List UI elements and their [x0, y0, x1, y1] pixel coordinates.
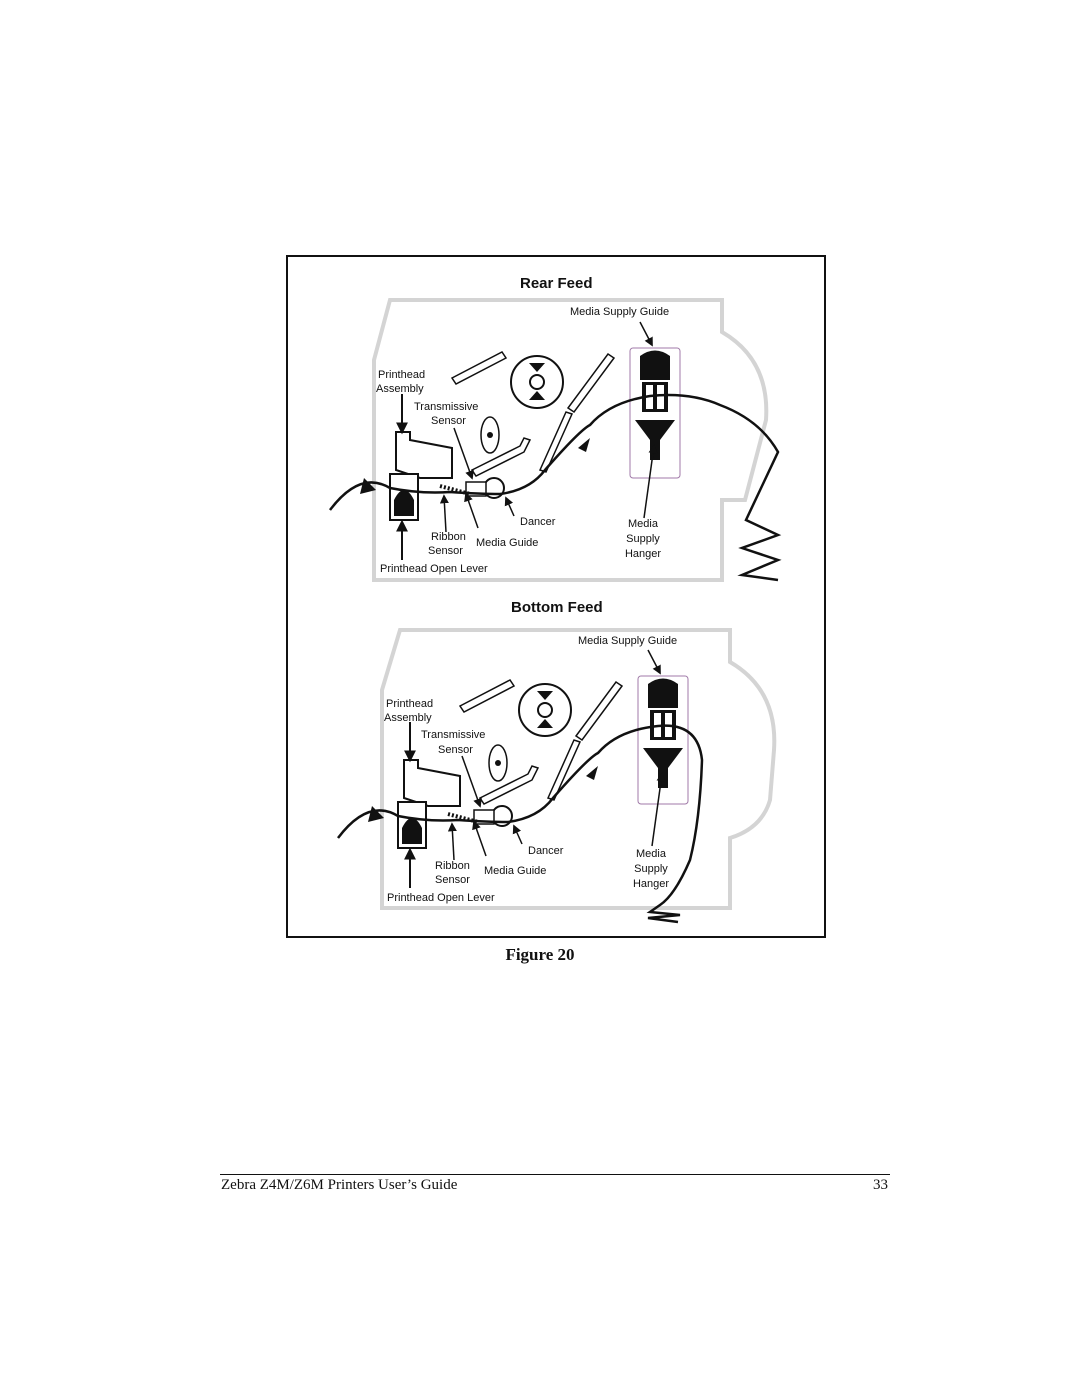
label-ribbon-sensor: Sensor: [428, 545, 463, 557]
printer-body-outline: [372, 298, 769, 582]
label-supply: Supply: [626, 533, 660, 545]
label-assembly: Assembly: [384, 712, 432, 724]
page-number: 33: [873, 1177, 888, 1193]
panel-title-bottom-feed: Bottom Feed: [511, 599, 603, 616]
label-printhead: Printhead: [386, 698, 434, 710]
footer-rule: [220, 1174, 890, 1175]
label-dancer: Dancer: [528, 845, 564, 857]
media-path: [329, 393, 782, 582]
printer-body-outline: [380, 628, 777, 910]
printhead-assembly: [403, 759, 461, 807]
label-media: Media: [636, 848, 666, 860]
label-media-supply-guide: Media Supply Guide: [570, 306, 670, 318]
label-sensor: Sensor: [431, 415, 466, 427]
label-ribbon: Ribbon: [435, 860, 470, 872]
panel-title-rear-feed: Rear Feed: [520, 275, 593, 292]
label-printhead-open-lever: Printhead Open Lever: [380, 563, 488, 575]
label-dancer: Dancer: [520, 516, 556, 528]
label-printhead: Printhead: [378, 369, 426, 381]
label-ribbon-sensor: Sensor: [435, 874, 470, 886]
label-transmissive: Transmissive: [421, 729, 486, 741]
figure-frame: [286, 255, 826, 938]
label-ribbon: Ribbon: [431, 531, 466, 543]
label-printhead-open-lever: Printhead Open Lever: [387, 892, 495, 904]
printhead-assembly: [395, 431, 453, 479]
footer-title: Zebra Z4M/Z6M Printers User’s Guide: [221, 1177, 458, 1193]
label-media-guide: Media Guide: [484, 865, 547, 877]
figure-caption: Figure 20: [505, 945, 575, 964]
label-media: Media: [628, 518, 658, 530]
media-supply-bracket: [629, 347, 681, 479]
media-path: [337, 724, 704, 924]
label-transmissive: Transmissive: [414, 401, 479, 413]
label-hanger: Hanger: [632, 878, 670, 890]
label-hanger: Hanger: [624, 548, 662, 560]
label-supply: Supply: [634, 863, 668, 875]
label-assembly: Assembly: [376, 383, 424, 395]
label-sensor: Sensor: [438, 744, 473, 756]
label-media-guide: Media Guide: [476, 537, 539, 549]
label-media-supply-guide: Media Supply Guide: [578, 635, 678, 647]
